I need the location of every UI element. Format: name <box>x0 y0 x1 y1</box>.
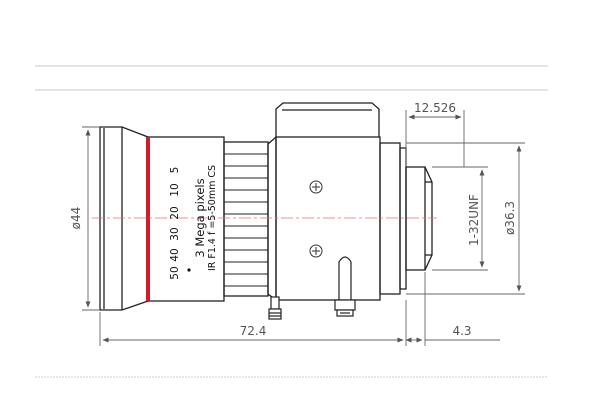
dimension-lines <box>82 110 525 346</box>
dim-mount-thread: 1-32UNF <box>467 194 481 246</box>
dim-total-length: 72.4 <box>240 324 267 338</box>
dim-flange-offset: 12.526 <box>414 101 456 115</box>
focus-ring <box>223 141 269 297</box>
focal-scale-mark: 10 <box>169 183 181 196</box>
index-dot <box>187 268 191 272</box>
lens-marking-spec: IR F1.4 f =5-50mm CS <box>207 165 218 271</box>
body-screws <box>309 180 323 258</box>
lens-body <box>99 102 433 311</box>
dim-back-protrusion: 4.3 <box>452 324 471 338</box>
focal-scale-mark: 40 <box>169 248 181 261</box>
focal-scale-mark: 50 <box>169 266 181 279</box>
focus-lock-knob <box>268 296 282 320</box>
lens-marking-megapixels: 3 Mega pixels <box>193 178 207 257</box>
dim-rear-diameter: ø36.3 <box>503 201 517 235</box>
rear-ring-2 <box>399 147 407 290</box>
locking-screw <box>334 256 356 317</box>
focal-scale-mark: 30 <box>169 227 181 240</box>
focal-scale-mark: 5 <box>169 167 181 174</box>
top-housing <box>275 102 380 137</box>
focal-scale-mark: 20 <box>169 206 181 219</box>
mount-thread <box>405 166 426 271</box>
front-hood <box>99 126 149 311</box>
focal-scale: 50 40 30 20 10 5 <box>169 167 181 280</box>
barrel-transition <box>267 135 277 302</box>
dim-front-diameter: ø44 <box>69 207 83 230</box>
focus-ring-knurl <box>224 153 268 287</box>
rear-ring-1 <box>379 142 401 295</box>
red-accent-ring <box>146 137 150 301</box>
middle-body <box>275 136 381 301</box>
